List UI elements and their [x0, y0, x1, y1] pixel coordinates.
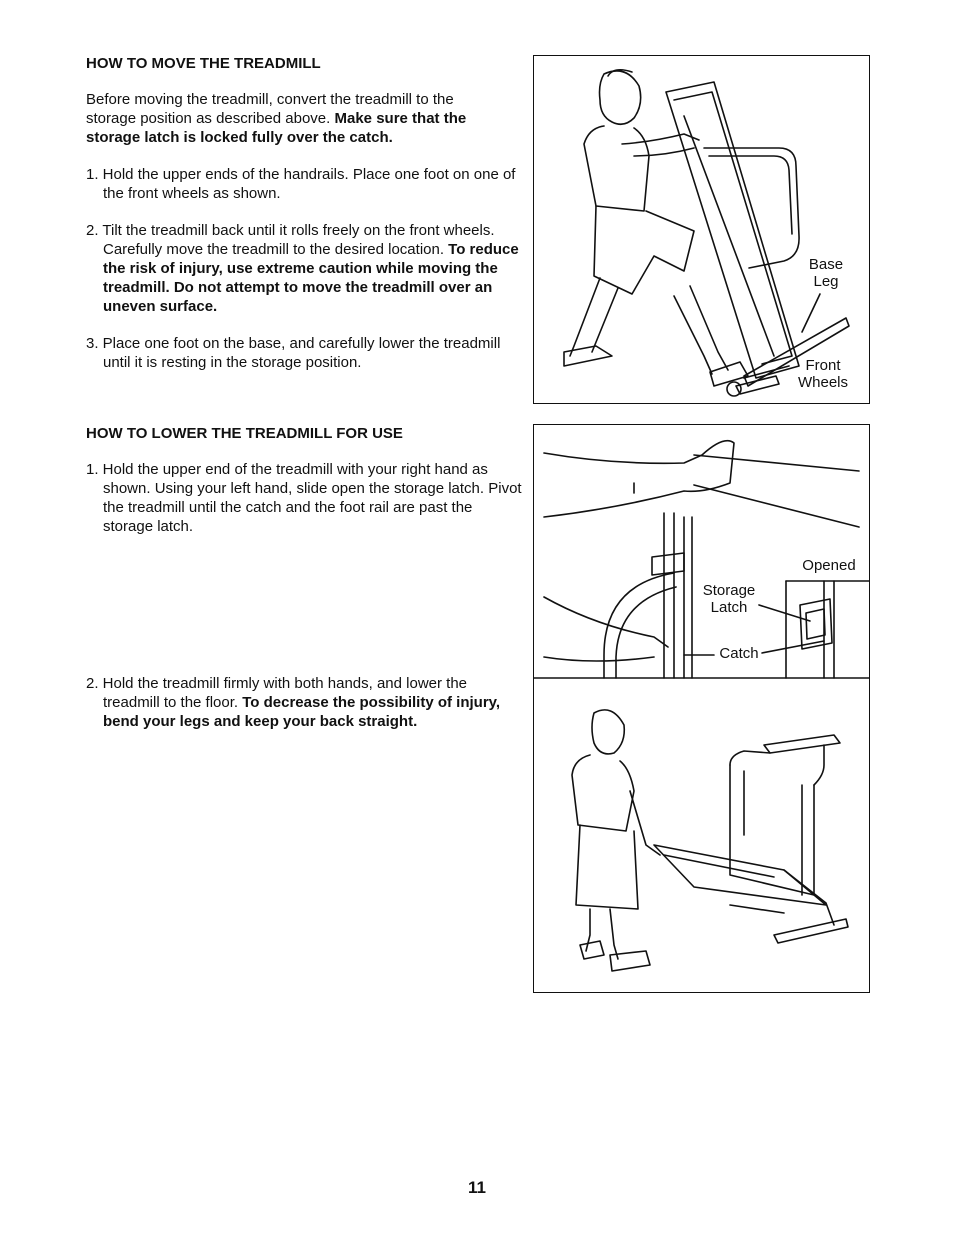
section1-heading: HOW TO MOVE THE TREADMILL — [86, 55, 321, 72]
section2-step2-warning: To decrease the possibility of injury, b… — [103, 694, 501, 730]
section1-intro-warning: Make sure that the storage latch is lock… — [86, 110, 467, 146]
section1-step3: 3. Place one foot on the base, and caref… — [86, 335, 501, 371]
section1-step2-warning: To reduce the risk of injury, use extrem… — [103, 241, 519, 315]
page-number: 11 — [468, 1178, 486, 1197]
section1-step1: 1. Hold the upper ends of the handrails.… — [86, 166, 516, 202]
lowering-treadmill-illustration — [534, 439, 869, 972]
section1-step2: 2. Tilt the treadmill back until it roll… — [86, 222, 519, 315]
section1-intro: Before moving the treadmill, convert the… — [86, 91, 467, 146]
moving-treadmill-illustration — [563, 68, 850, 397]
label-opened: Opened — [802, 557, 856, 574]
section2-heading: HOW TO LOWER THE TREADMILL FOR USE — [86, 425, 403, 442]
label-catch: Catch — [719, 645, 759, 662]
section2-step1: 1. Hold the upper end of the treadmill w… — [86, 461, 522, 535]
section2-step2: 2. Hold the treadmill firmly with both h… — [86, 675, 501, 730]
